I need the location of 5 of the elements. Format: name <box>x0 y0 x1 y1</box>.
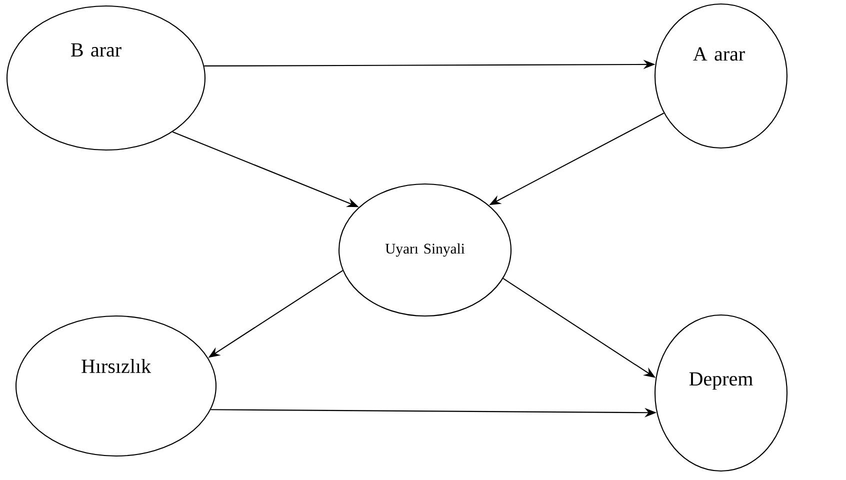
ellipse-node: A arar <box>654 3 788 149</box>
ellipse-node: Hırsızlık <box>15 315 217 457</box>
ellipse-node: Uyarı Sinyali <box>338 183 512 317</box>
ellipse-node: Deprem <box>654 314 788 472</box>
ellipse-node: B arar <box>6 5 206 151</box>
